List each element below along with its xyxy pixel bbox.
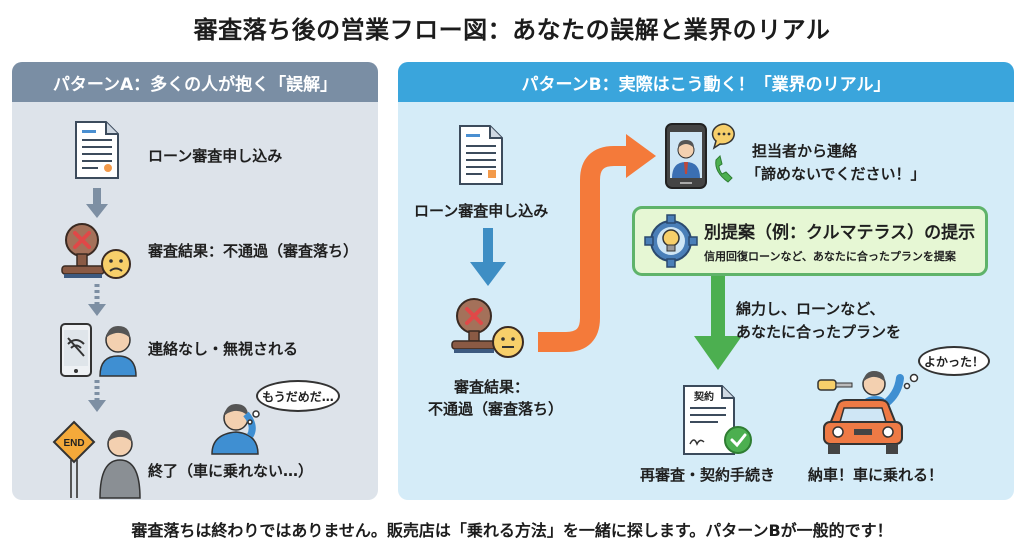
pattern-b-contact-line1: 担当者から連絡 [752,142,858,160]
pattern-b-header: パターンB：実際はこう動く！「業界のリアル」 [398,62,1014,102]
proposal-title: 別提案（例：クルマテラス）の提示 [704,223,976,243]
end-sign-text: END [63,438,84,449]
blue-arrow-down-icon [470,228,506,286]
rejected-stamp-icon [61,223,131,279]
pattern-a-header: パターンA：多くの人が抱く「誤解」 [12,62,378,102]
support-line1: 綿力し、ローンなど、 [736,300,885,318]
pattern-a-step-1: ローン審査申し込み [148,147,283,165]
pattern-b-contact-line2: 「諦めないでください！」 [746,165,926,183]
pattern-b-apply: ローン審査申し込み [414,202,549,220]
footer-message: 審査落ちは終わりではありません。販売店は「乗れる方法」を一緒に探します。パターン… [131,521,893,540]
orange-curved-arrow [538,134,656,352]
no-signal-phone-icon [60,323,137,377]
dashed-arrow-down-icon [88,284,106,316]
green-arrow-down-icon [694,276,742,370]
staff-phone-icon [665,123,735,189]
rejected-stamp-neutral-icon [451,298,524,358]
document-icon [459,125,503,185]
thought-dots [903,373,919,390]
end-sign-icon: END [52,420,141,499]
arrow-down-icon [86,188,108,218]
document-icon [75,121,119,179]
despairing-person-icon [211,404,259,455]
pattern-b-delivery: 納車！車に乗れる！ [808,466,944,484]
pattern-b-contract: 再審査・契約手続き [640,466,776,484]
pattern-a-step-4: 終了（車に乗れない…） [148,462,314,480]
thought-bubble-b: よかった！ [918,346,990,376]
contract-document-icon: 契約 [683,385,752,455]
proposal-subtitle: 信用回復ローンなど、あなたに合ったプランを提案 [704,250,956,263]
pattern-b-result-line2: 不通過（審査落ち） [428,400,564,418]
support-line2: あなたに合ったプランを [736,323,902,341]
thought-bubble-a: もうだめだ… [256,380,340,412]
pattern-a-step-3: 連絡なし・無視される [148,340,299,358]
contract-doc-label: 契約 [694,390,714,403]
page-title: 審査落ち後の営業フロー図：あなたの誤解と業界のリアル [193,16,831,44]
happy-car-owner-icon [817,371,904,454]
pattern-a-step-2: 審査結果：不通過（審査落ち） [148,242,359,260]
thought-dots [247,410,260,425]
pattern-b-result-line1: 審査結果： [454,378,530,396]
dashed-arrow-down-icon [88,380,106,412]
idea-gear-icon [644,214,698,268]
